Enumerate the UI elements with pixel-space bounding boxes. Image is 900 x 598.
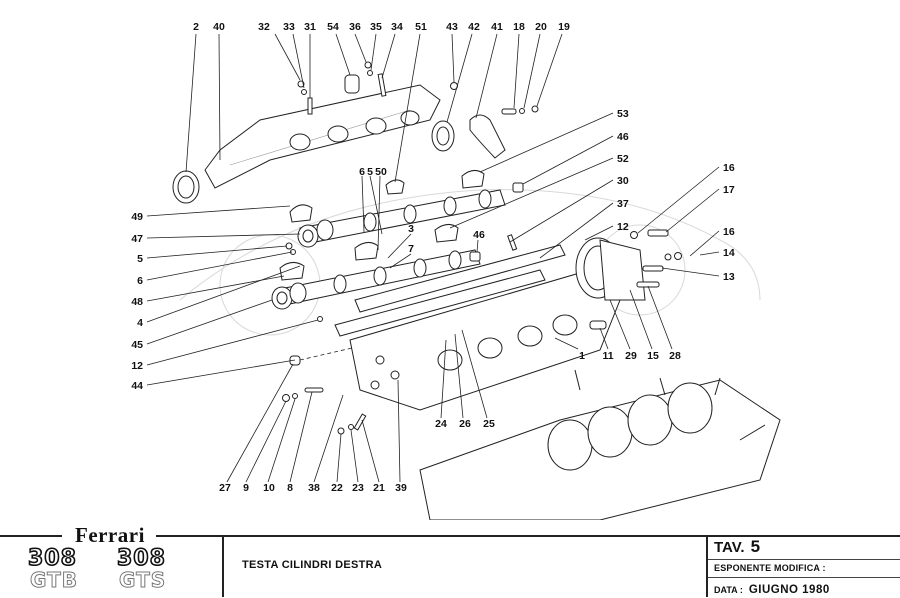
callout: 54 — [327, 21, 339, 33]
callout: 14 — [723, 247, 735, 259]
callout: 12 — [131, 360, 143, 372]
callouts-top: 2 40 32 33 31 54 36 35 34 51 43 42 41 18… — [193, 21, 570, 33]
callout: 16 — [723, 226, 735, 238]
date-row: DATA : GIUGNO 1980 — [714, 580, 830, 598]
callout: 46 — [617, 131, 629, 143]
callout: 11 — [602, 350, 613, 362]
timing-gasket — [575, 237, 646, 301]
callouts-right: 53 46 52 30 37 12 16 17 16 14 13 — [617, 108, 735, 283]
callout: 51 — [415, 21, 427, 33]
callout: 5 — [367, 166, 373, 178]
callouts-lower-right: 1 11 29 15 28 — [579, 350, 681, 362]
callout: 9 — [243, 482, 249, 494]
callout: 28 — [669, 350, 681, 362]
divider — [708, 577, 900, 578]
exploded-parts-diagram: 2 40 32 33 31 54 36 35 34 51 43 42 41 18… — [131, 21, 781, 520]
callout: 37 — [617, 198, 629, 210]
divider — [706, 535, 708, 597]
callout: 24 — [435, 418, 447, 430]
divider — [222, 535, 224, 597]
callout: 4 — [137, 317, 143, 329]
callout: 35 — [370, 21, 382, 33]
model-variant: GTS — [118, 568, 167, 593]
table-number: TAV. 5 — [714, 537, 760, 557]
bearing-caps — [279, 170, 524, 281]
callout: 29 — [625, 350, 637, 362]
callouts-bottom: 27 9 10 8 38 22 23 21 39 — [219, 482, 407, 494]
callout: 5 — [137, 253, 143, 265]
left-hardware — [282, 242, 367, 435]
callout: 26 — [459, 418, 471, 430]
callout: 45 — [131, 339, 143, 351]
callout: 13 — [723, 271, 735, 283]
leader-lines — [146, 33, 720, 483]
brand-logo: Ferrari — [75, 523, 145, 547]
callout: 15 — [647, 350, 659, 362]
callouts-left: 49 47 5 6 48 4 45 12 44 — [131, 211, 143, 392]
date-label: DATA : — [714, 585, 743, 595]
tav-label: TAV. — [714, 539, 745, 556]
engine-block — [419, 369, 781, 520]
callout: 48 — [131, 296, 143, 308]
seal-ring — [172, 170, 200, 204]
callout: 16 — [723, 162, 735, 174]
callout: 7 — [408, 243, 414, 255]
callout: 36 — [349, 21, 361, 33]
callout: 38 — [308, 482, 320, 494]
callout: 12 — [617, 221, 629, 233]
callout: 53 — [617, 108, 629, 120]
callout: 39 — [395, 482, 407, 494]
callout: 49 — [131, 211, 143, 223]
callout: 52 — [617, 153, 629, 165]
callout: 32 — [258, 21, 270, 33]
callout: 18 — [513, 21, 525, 33]
callout: 8 — [287, 482, 293, 494]
divider — [0, 535, 62, 537]
callout: 6 — [359, 166, 365, 178]
callout: 42 — [468, 21, 480, 33]
callouts-mid: 5 6 50 3 7 46 — [359, 166, 485, 255]
model-variant: GTB — [30, 568, 78, 593]
camshaft-lower — [271, 249, 481, 310]
callout: 21 — [373, 482, 385, 494]
callout: 47 — [131, 233, 143, 245]
top-hardware — [297, 61, 539, 159]
callout: 31 — [304, 21, 316, 33]
callout: 6 — [137, 275, 143, 287]
callouts-lower-mid: 24 26 25 — [435, 418, 495, 430]
callout: 3 — [408, 223, 414, 235]
camshaft-upper — [297, 189, 506, 248]
callout: 30 — [617, 175, 629, 187]
cam-cover — [204, 84, 441, 189]
callout: 33 — [283, 21, 295, 33]
callout: 23 — [352, 482, 364, 494]
callout: 17 — [723, 184, 735, 196]
callout: 1 — [579, 350, 585, 362]
callout: 27 — [219, 482, 231, 494]
callout: 2 — [193, 21, 199, 33]
model-number: 308 — [116, 545, 166, 572]
title-block: Ferrari 308 308 GTB GTS TESTA CILINDRI D… — [0, 520, 900, 597]
divider — [156, 535, 900, 537]
callout: 22 — [331, 482, 343, 494]
callout: 34 — [391, 21, 403, 33]
callout: 40 — [213, 21, 225, 33]
callout: 44 — [131, 380, 143, 392]
callout: 50 — [375, 166, 387, 178]
cam-gasket — [334, 244, 566, 337]
callout: 10 — [263, 482, 275, 494]
divider — [708, 559, 900, 560]
model-number: 308 — [27, 545, 77, 572]
callout: 25 — [483, 418, 495, 430]
callout: 43 — [446, 21, 458, 33]
callout: 20 — [535, 21, 547, 33]
revision-label: ESPONENTE MODIFICA : — [714, 563, 826, 573]
sheet-description: TESTA CILINDRI DESTRA — [242, 559, 383, 571]
callout: 41 — [491, 21, 503, 33]
callout: 46 — [473, 229, 485, 241]
tav-value: 5 — [750, 537, 761, 556]
date-value: GIUGNO 1980 — [748, 584, 830, 596]
callout: 19 — [558, 21, 570, 33]
